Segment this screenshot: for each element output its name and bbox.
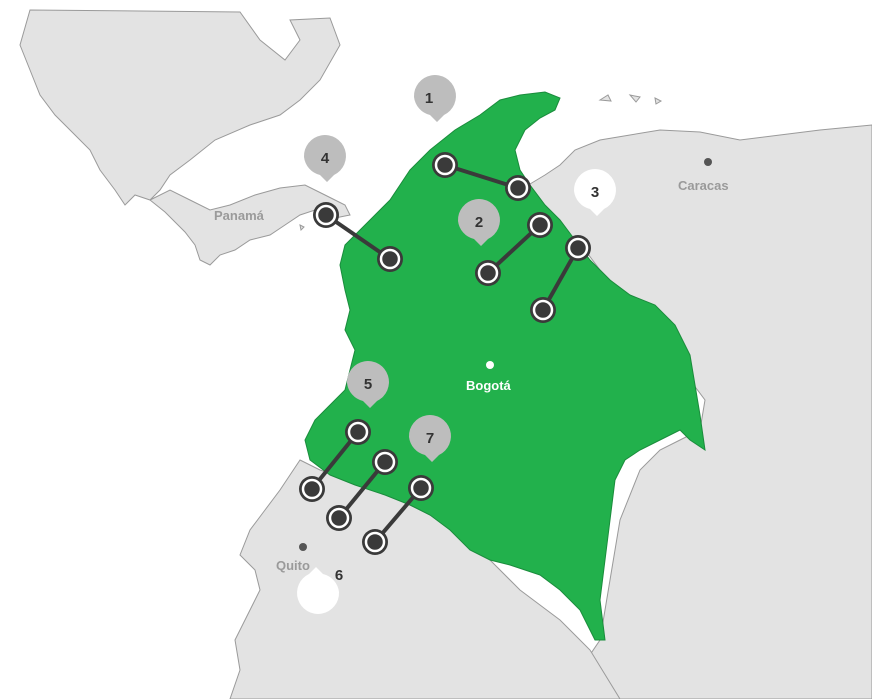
node[interactable] [313, 202, 339, 228]
node[interactable] [527, 212, 553, 238]
marker-label-7: 7 [426, 430, 434, 447]
caracas-dot [704, 158, 712, 166]
marker-label-2: 2 [475, 214, 483, 231]
quito-label: Quito [276, 558, 310, 573]
panama-label: Panamá [214, 208, 265, 223]
marker-pin-6[interactable]: 6 [297, 567, 343, 614]
marker-pin-3[interactable]: 3 [573, 169, 616, 216]
node[interactable] [372, 449, 398, 475]
node[interactable] [432, 152, 458, 178]
node[interactable] [377, 246, 403, 272]
central-america-isthmus [149, 184, 351, 266]
node[interactable] [362, 529, 388, 555]
node[interactable] [408, 475, 434, 501]
island-1 [598, 94, 612, 102]
node[interactable] [299, 476, 325, 502]
caracas-label: Caracas [678, 178, 729, 193]
colombia-country[interactable] [304, 91, 706, 641]
marker-label-4: 4 [321, 150, 330, 167]
central-america-landmass [19, 9, 341, 206]
node[interactable] [505, 175, 531, 201]
marker-label-1: 1 [425, 90, 433, 107]
bogota-label: Bogotá [466, 378, 512, 393]
marker-label-5: 5 [364, 376, 372, 393]
bogota-dot [486, 361, 494, 369]
marker-label-3: 3 [591, 184, 599, 201]
node[interactable] [475, 260, 501, 286]
island-4 [299, 224, 305, 232]
marker-pin-7[interactable]: 7 [408, 415, 451, 462]
node[interactable] [326, 505, 352, 531]
node[interactable] [565, 235, 591, 261]
nodes[interactable] [299, 152, 591, 555]
marker-pin-2[interactable]: 2 [457, 199, 500, 246]
island-3 [654, 97, 663, 105]
marker-pin-5[interactable]: 5 [346, 361, 389, 408]
marker-pin-4[interactable]: 4 [303, 135, 346, 182]
node[interactable] [530, 297, 556, 323]
marker-label-6: 6 [335, 567, 343, 584]
quito-dot [299, 543, 307, 551]
node[interactable] [345, 419, 371, 445]
marker-pin-1[interactable]: 1 [413, 75, 456, 122]
island-2 [628, 94, 641, 103]
